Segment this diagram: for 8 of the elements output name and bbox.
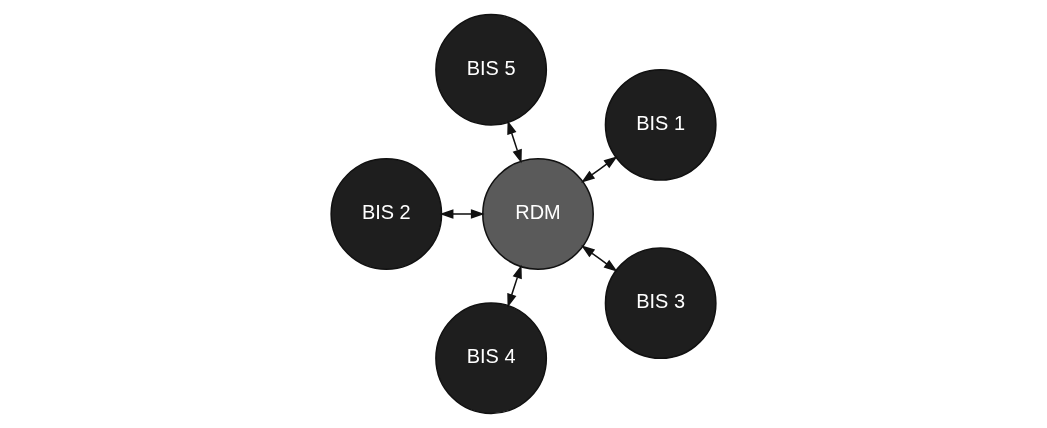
arrow (581, 245, 618, 272)
arrow (439, 209, 485, 219)
node-circle: BIS 5 (435, 13, 548, 126)
node-circle: BIS 2 (330, 158, 443, 270)
arrow (507, 120, 522, 164)
arrow (581, 156, 618, 183)
arrow (507, 264, 522, 308)
node-circle: BIS 4 (435, 302, 548, 415)
